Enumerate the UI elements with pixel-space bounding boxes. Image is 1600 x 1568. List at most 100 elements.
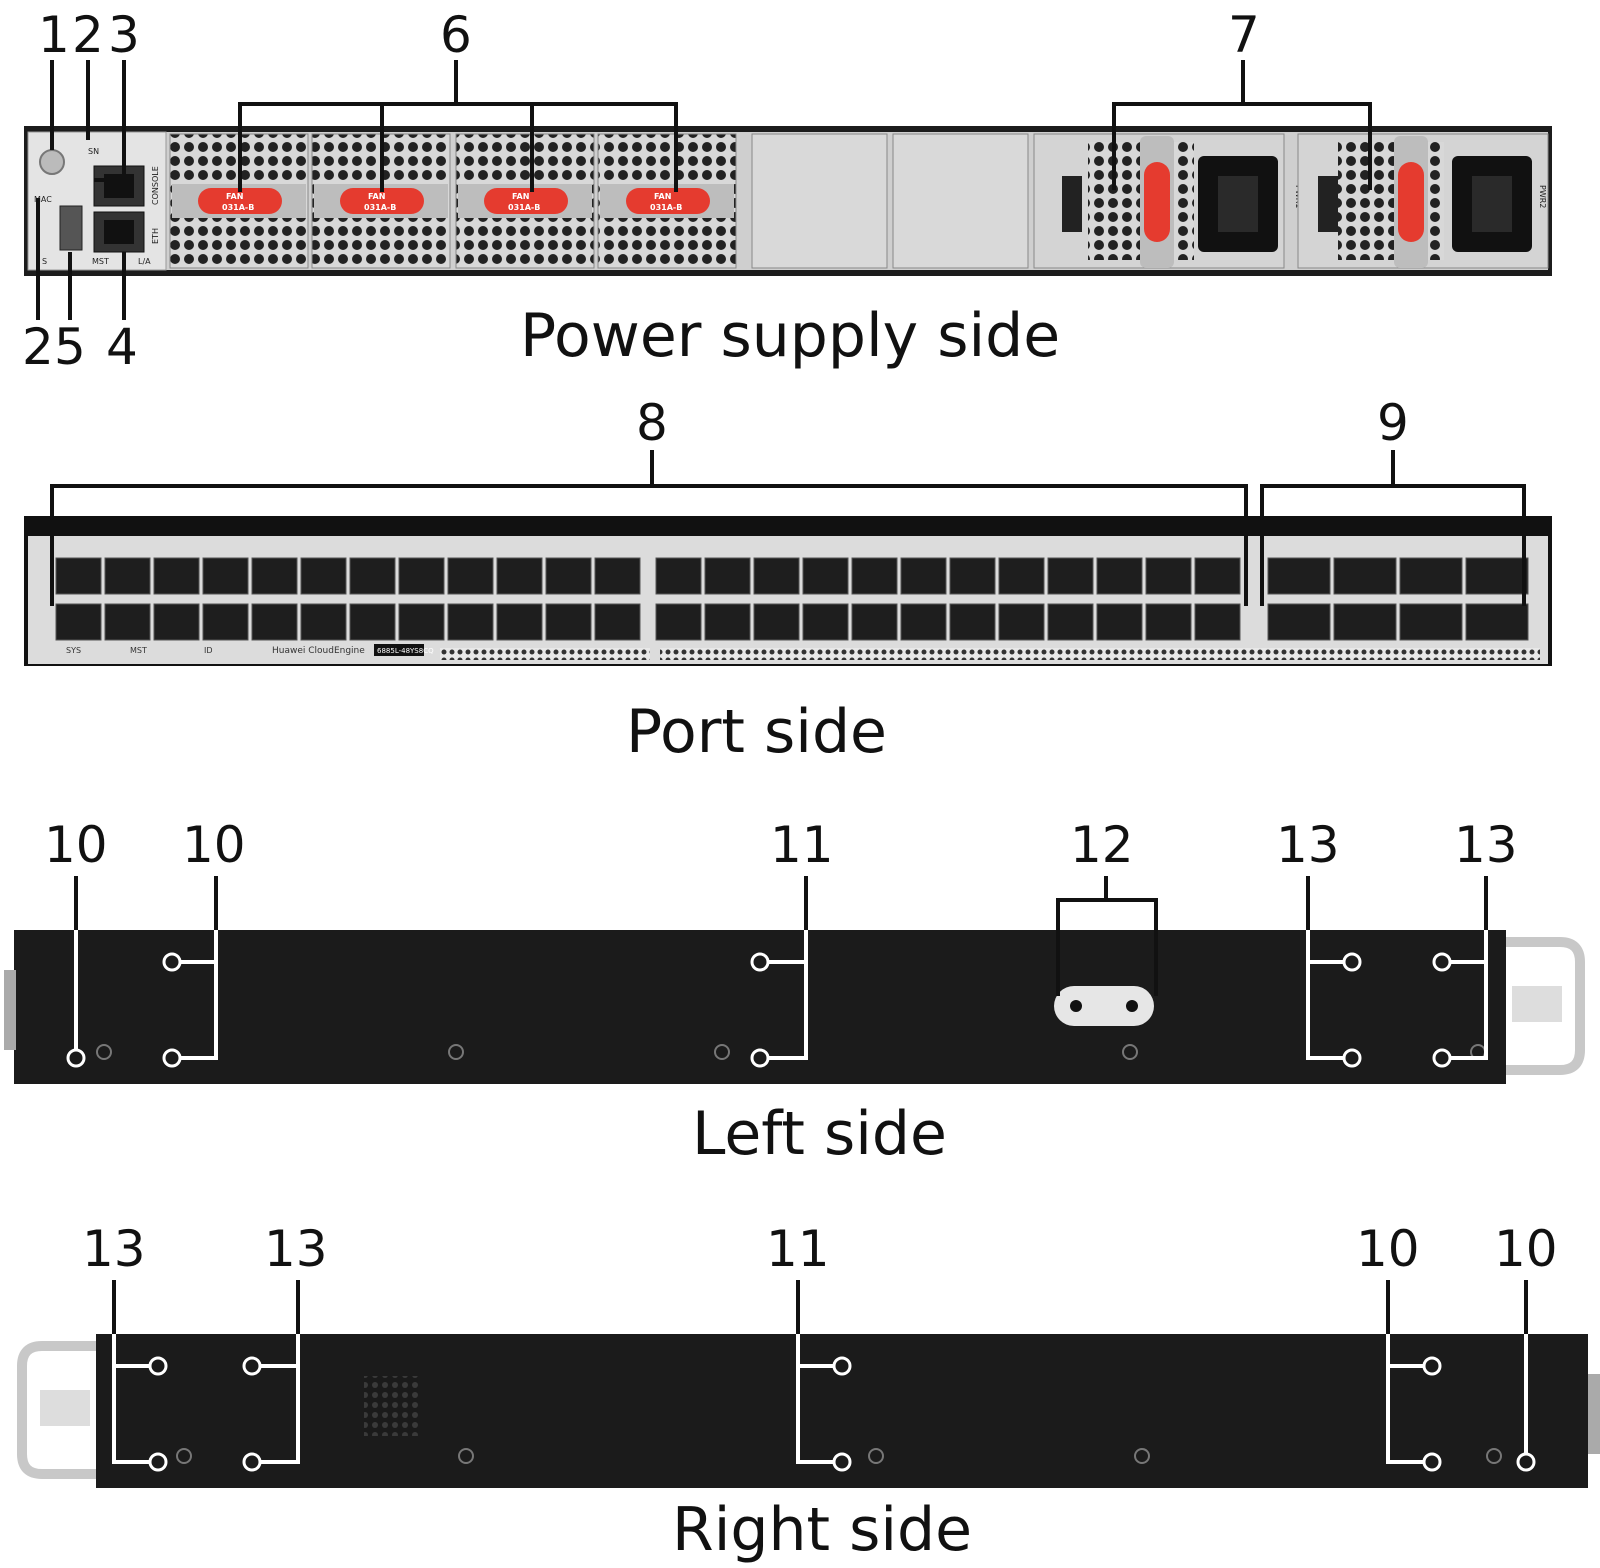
sfp-port [545,557,592,595]
callout-9: 9 [1377,394,1409,452]
sfp-port [802,603,849,641]
power-module-2: PWR2 [1297,133,1549,269]
right-callout-b: 13 [264,1220,328,1278]
sfp-port [851,603,898,641]
fan-2-model: 031A-B [364,203,396,212]
sfp-port [851,557,898,595]
callout-4-bottom: 4 [106,318,138,376]
sys-label: SYS [66,646,81,655]
port-side-title: Port side [626,697,887,767]
right-side-leaders [112,1280,1536,1472]
sfp-port [594,557,641,595]
vent-strip-1 [440,648,650,660]
sfp-port [447,603,494,641]
left-callout-b: 10 [182,816,246,874]
leader-8-bracket [50,484,1248,606]
sfp-port [251,603,298,641]
sfp-port [202,603,249,641]
fan-module-4: FAN 031A-B [597,133,737,269]
s-label: S [42,257,47,266]
fan-1-model: 031A-B [222,203,254,212]
left-side-view: 10 10 11 12 13 13 Left side [4,816,1585,1169]
left-callout-d: 12 [1070,816,1134,874]
sfp-port [153,603,200,641]
sfp-port [1145,603,1192,641]
callout-6: 6 [440,6,472,64]
sfp-port [496,557,543,595]
sfp-port [251,557,298,595]
port-side-faceplate [28,536,1548,664]
sfp-port [300,603,347,641]
la-label: L/A [138,257,151,266]
sfp-port [949,603,996,641]
sfp-port [704,603,751,641]
sfp-port [104,557,151,595]
fan-4-label: FAN [654,192,671,201]
sfp-port [655,557,702,595]
sfp-port [753,603,800,641]
sfp-port-group [55,557,1241,641]
sfp-port [55,557,102,595]
right-side-title: Right side [672,1495,972,1565]
left-side-screws [96,1044,1486,1060]
left-callout-a: 10 [44,816,108,874]
sfp-port [349,557,396,595]
vent-strip-2 [660,648,1540,660]
right-callout-e: 10 [1494,1220,1558,1278]
sfp-port [900,557,947,595]
qsfp-port [1333,603,1397,641]
right-callout-d: 10 [1356,1220,1420,1278]
sfp-port [1194,557,1241,595]
fan-2-label: FAN [368,192,385,201]
qsfp-port [1465,603,1529,641]
qsfp-port [1267,603,1331,641]
left-side-leaders [66,876,1488,1068]
sfp-port [1145,557,1192,595]
qsfp-port [1333,557,1397,595]
callout-2: 2 [72,6,104,64]
sfp-port [1194,603,1241,641]
model-label: 6885L-48YS8CQ [377,647,434,655]
sfp-port [153,557,200,595]
sfp-port [496,603,543,641]
fan-module-3: FAN 031A-B [455,133,595,269]
sfp-port [545,603,592,641]
sfp-port [998,603,1045,641]
fan-1-label: FAN [226,192,243,201]
sfp-port [398,557,445,595]
left-side-front-ports [4,970,16,1050]
grounding-hole-left [1070,1000,1082,1012]
sfp-port [447,557,494,595]
sfp-port [704,557,751,595]
right-side-handle [17,1341,96,1479]
left-side-title: Left side [692,1099,947,1169]
sfp-port [1047,603,1094,641]
callout-7: 7 [1228,6,1260,64]
sn-label: SN [88,147,99,156]
left-side-handle [1506,937,1585,1075]
model-badge [374,644,424,656]
grounding-hole-right [1126,1000,1138,1012]
sfp-port [300,557,347,595]
sfp-port [949,557,996,595]
pwr2-label: PWR2 [1538,185,1547,208]
callout-2-bottom: 2 [22,318,54,376]
qsfp-port [1267,557,1331,595]
sfp-port [802,557,849,595]
console-port-inner [104,174,134,198]
fan-4-model: 031A-B [650,203,682,212]
callout-1: 1 [38,6,70,64]
sfp-port [349,603,396,641]
right-callout-a: 13 [82,1220,146,1278]
usb-port [59,205,83,251]
sfp-port [900,603,947,641]
filler-panel-1 [751,133,888,269]
fan-3-model: 031A-B [508,203,540,212]
left-callout-e: 13 [1276,816,1340,874]
left-callout-f: 13 [1454,816,1518,874]
qsfp-port [1465,557,1529,595]
id-label: ID [204,646,213,655]
fan-3-label: FAN [512,192,529,201]
sfp-port [55,603,102,641]
